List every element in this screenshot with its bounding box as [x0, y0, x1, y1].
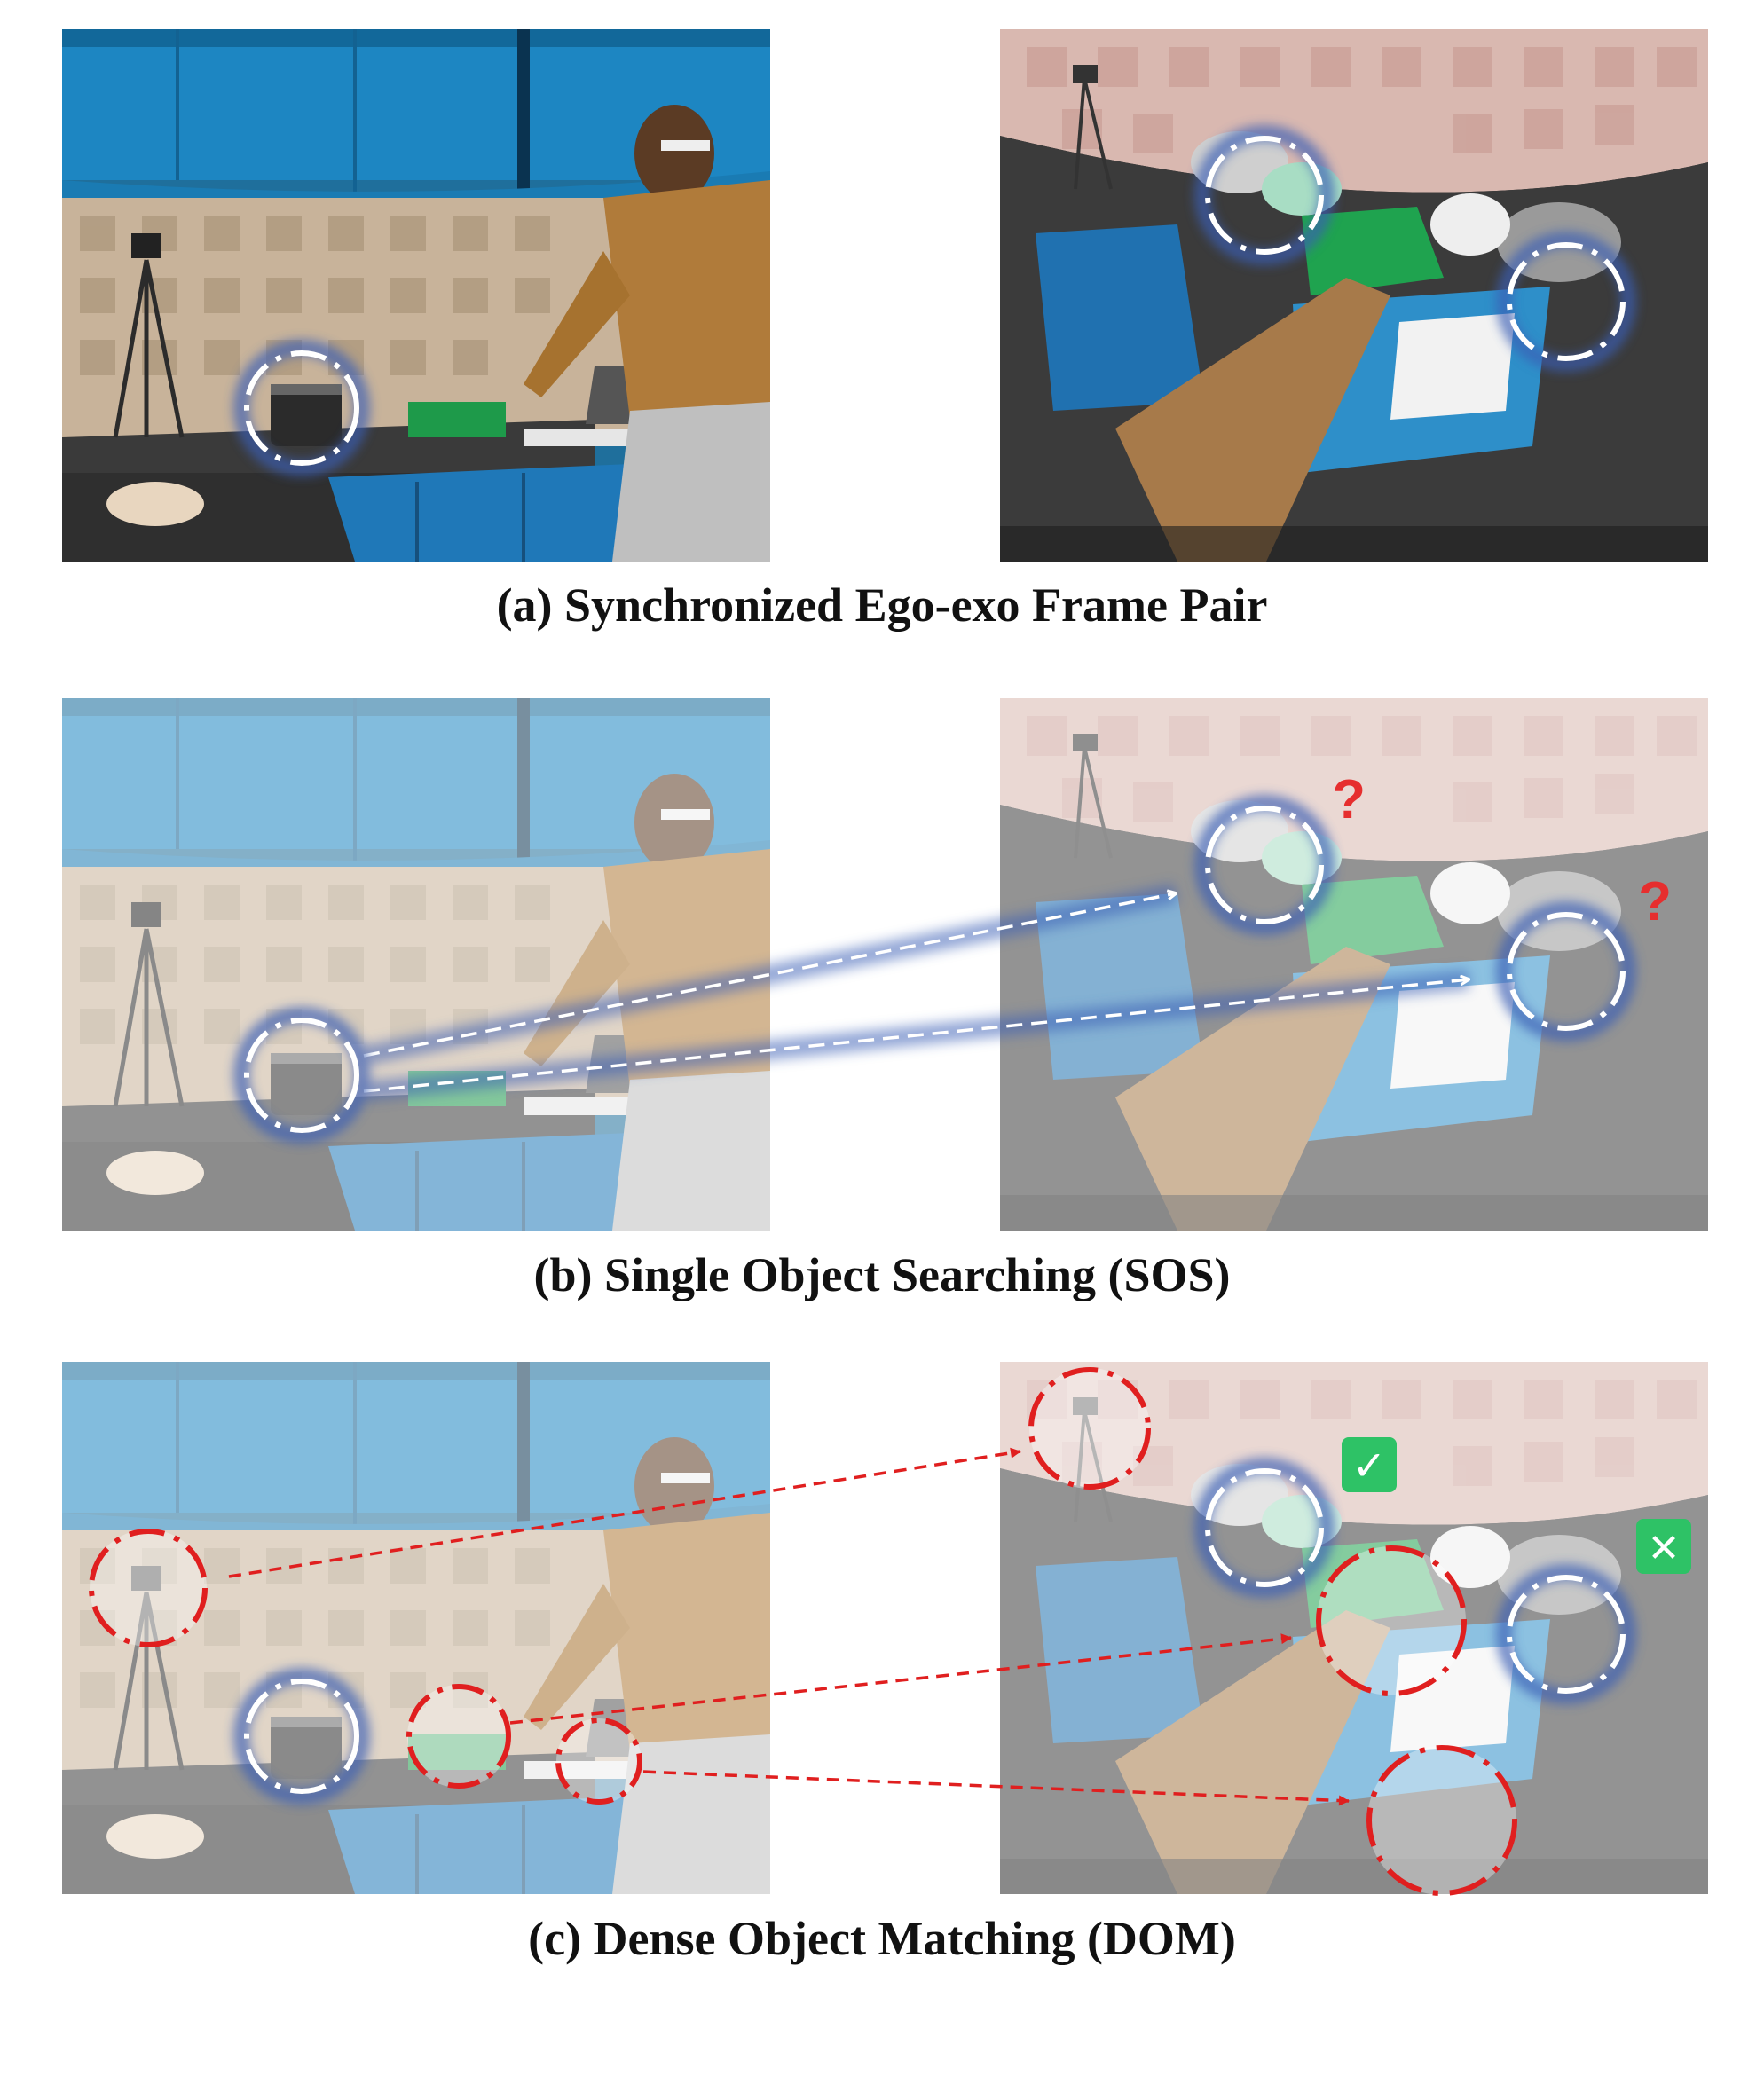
ego-frame-c: [1000, 1362, 1708, 1894]
caption-b: (b) Single Object Searching (SOS): [533, 1248, 1231, 1301]
exo-frame-a: [62, 29, 770, 562]
ego-frame-a: [1000, 29, 1708, 562]
ego-frame-b: [1000, 698, 1708, 1231]
exo-frame-c: [62, 1362, 770, 1894]
exo-frame-b: [62, 698, 770, 1231]
caption-c: (c) Dense Object Matching (DOM): [528, 1912, 1236, 1965]
caption-a: (a) Synchronized Ego-exo Frame Pair: [496, 578, 1268, 632]
